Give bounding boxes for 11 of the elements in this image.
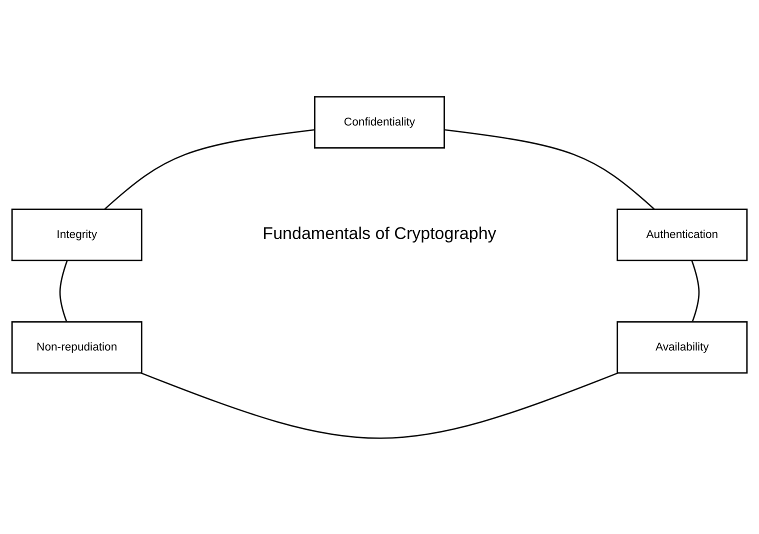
node-box: Authentication xyxy=(616,208,748,261)
node-box: Confidentiality xyxy=(314,96,445,148)
node-box: Non-repudiation xyxy=(11,320,142,374)
node-box: Integrity xyxy=(11,208,142,261)
node-box: Availability xyxy=(616,320,748,374)
label: Fundamentals of Cryptography xyxy=(262,224,496,243)
connector xyxy=(104,128,315,210)
connector xyxy=(444,128,655,210)
connector xyxy=(59,260,68,322)
connector xyxy=(140,372,618,438)
connector xyxy=(691,260,700,322)
